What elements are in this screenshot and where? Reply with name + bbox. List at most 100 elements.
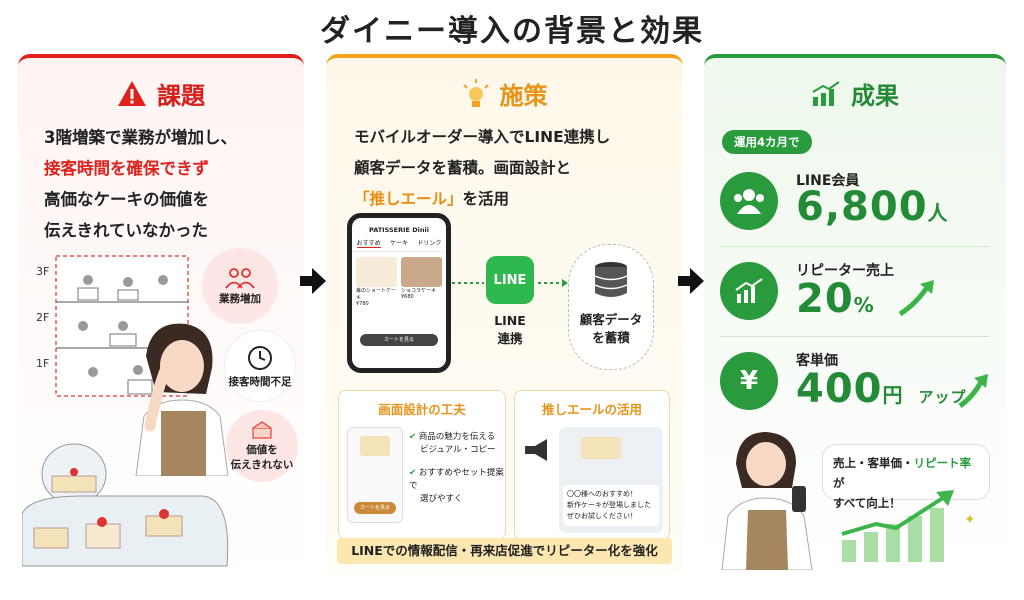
- measure-line-2: 顧客データを蓄積。画面設計と: [354, 159, 572, 177]
- growth-bars-illustration: ✦: [841, 490, 976, 562]
- screen-design-box: 画面設計の工夫 カートを見る ✔ 商品の魅力を伝える ビジュアル・コピー ✔ お…: [338, 390, 506, 540]
- floor-label-3f: 3F: [36, 265, 50, 278]
- product-price: ¥680: [401, 294, 414, 300]
- dotted-connector-right: [538, 279, 568, 287]
- spend-unit: 円: [882, 383, 904, 407]
- issue-heading: 課題: [157, 82, 205, 110]
- cake-icon: [252, 421, 272, 439]
- phone-tab-recommend[interactable]: おすすめ: [356, 240, 381, 248]
- phone-tabs: おすすめ ケーキ ドリンク: [352, 238, 446, 252]
- customer-data-node: 顧客データ を蓄積: [568, 244, 654, 370]
- workload-bubble: 業務増加: [202, 248, 278, 324]
- members-unit: 人: [927, 201, 949, 225]
- clock-icon: [248, 345, 272, 370]
- issue-line-2: 接客時間を確保できず: [44, 159, 209, 178]
- arrow-right-icon: [678, 268, 704, 294]
- check-icon: ✔: [409, 432, 417, 442]
- db-label-2: を蓄積: [592, 330, 630, 345]
- workload-label: 業務増加: [219, 292, 261, 305]
- up-arrow-icon: [958, 374, 988, 409]
- metric-value-members: 6,800人: [796, 184, 949, 230]
- product-name: ショコラケーキ: [401, 288, 437, 294]
- message-line-3: ぜひお試しください！: [567, 512, 637, 520]
- bubble-text-green: リピート率: [913, 456, 972, 470]
- result-heading: 成果: [851, 82, 899, 110]
- sparkle-icon: ✦: [964, 512, 976, 528]
- metric-label-members: LINE会員: [796, 173, 860, 189]
- up-arrow-icon: [898, 280, 934, 317]
- check-2a: おすすめやセット提案で: [409, 468, 504, 491]
- measure-line-1: モバイルオーダー導入でLINE連携し: [354, 128, 611, 146]
- yen-icon: ¥: [739, 366, 759, 396]
- phone-shop-name: PATISSERIE Dinii: [369, 226, 429, 234]
- worried-staff-illustration: [135, 323, 229, 476]
- dotted-connector-left: [452, 282, 484, 284]
- line-caption-2: 連携: [497, 331, 523, 346]
- line-message-mockup: 〇〇様へのおすすめ！ 新作ケーキが登場しました ぜひお試しください！: [559, 427, 663, 533]
- issue-line-3: 高価なケーキの価値を: [44, 190, 209, 209]
- product-price: ¥780: [356, 301, 369, 307]
- check-2b: 選びやすく: [420, 494, 463, 504]
- phone-cart-button[interactable]: カートを見る: [360, 334, 438, 346]
- product-name: 苺のショートケーキ: [356, 288, 397, 301]
- members-circle: [720, 172, 778, 230]
- mini-cake-image: [360, 436, 390, 456]
- page-title: ダイニー導入の背景と効果: [320, 14, 704, 49]
- chart-icon: [735, 278, 763, 303]
- mini-phone-mockup: カートを見る: [347, 427, 403, 523]
- product-card[interactable]: 苺のショートケーキ ¥780: [356, 257, 397, 307]
- screen-design-title: 画面設計の工夫: [378, 402, 466, 417]
- metric-label-spend: 客単価: [796, 353, 838, 369]
- value-label: 価値を 伝えきれない: [230, 444, 294, 471]
- metric-value-repeat: 20%: [796, 276, 875, 322]
- check-1b: ビジュアル・コピー: [420, 445, 496, 455]
- phone-tab-cake[interactable]: ケーキ: [389, 240, 408, 247]
- message-line-2: 新作ケーキが登場しました: [567, 501, 651, 509]
- period-badge: 運用4カ月で: [722, 130, 812, 154]
- line-caption: LINE 連携: [486, 312, 534, 348]
- db-label-1: 顧客データ: [579, 312, 643, 327]
- people-icon: [225, 267, 255, 288]
- result-header: 成果: [704, 76, 1006, 111]
- bubble-text-post: が: [833, 476, 845, 490]
- floor-label-1f: 1F: [36, 357, 50, 370]
- improvement-bubble: 売上・客単価・リピート率が すべて向上！: [822, 444, 990, 510]
- divider: [720, 336, 990, 337]
- measure-heading: 施策: [499, 82, 548, 110]
- metric-value-spend: 400円 アップ: [796, 366, 966, 412]
- oshi-yell-box: 推しエールの活用 〇〇様へのおすすめ！ 新作ケーキが登場しました ぜひお試しくだ…: [514, 390, 670, 540]
- arrow-right-icon: [300, 268, 326, 294]
- shortcake-image: [356, 257, 397, 287]
- lightbulb-icon: [462, 78, 489, 107]
- issue-header: 課題: [18, 76, 304, 111]
- measure-header: 施策: [326, 76, 683, 111]
- message-bubble: 〇〇様へのおすすめ！ 新作ケーキが登場しました ぜひお試しください！: [563, 485, 659, 526]
- value-bubble: 価値を 伝えきれない: [226, 410, 298, 482]
- check-icon: ✔: [409, 468, 417, 478]
- measure-line-3-rest: を活用: [462, 190, 510, 208]
- message-cake-image: [581, 437, 621, 459]
- message-line-1: 〇〇様へのおすすめ！: [567, 490, 637, 498]
- spend-suffix: アップ: [918, 388, 967, 406]
- happy-staff-illustration: [721, 432, 813, 570]
- bubble-text-pre: 売上・客単価・: [833, 456, 914, 470]
- measure-line-3: 「推しエール」を活用: [354, 184, 610, 215]
- warning-icon: [118, 81, 146, 106]
- design-points: ✔ 商品の魅力を伝える ビジュアル・コピー ✔ おすすめやセット提案で 選びやす…: [409, 431, 505, 506]
- database-icon: [594, 262, 628, 297]
- product-card[interactable]: ショコラケーキ ¥680: [401, 257, 442, 307]
- mini-cart-button: カートを見る: [354, 502, 396, 514]
- issue-panel: 課題 3階増築で業務が増加し、 接客時間を確保できず 高価なケーキの価値を 伝え…: [18, 54, 304, 576]
- metric-label-repeat: リピーター売上: [796, 263, 894, 279]
- cake-showcase-illustration: [22, 443, 229, 567]
- yen-circle: ¥: [720, 352, 778, 410]
- phone-product-grid: 苺のショートケーキ ¥780 ショコラケーキ ¥680: [352, 252, 446, 312]
- time-bubble: 接客時間不足: [224, 330, 296, 402]
- check-1a: 商品の魅力を伝える: [418, 432, 496, 442]
- line-caption-1: LINE: [494, 313, 526, 328]
- chart-circle: [720, 262, 778, 320]
- time-label: 接客時間不足: [228, 375, 292, 388]
- phone-tab-drink[interactable]: ドリンク: [417, 240, 442, 247]
- issue-text: 3階増築で業務が増加し、 接客時間を確保できず 高価なケーキの価値を 伝えきれて…: [44, 122, 237, 246]
- line-app-icon: LINE: [486, 256, 534, 304]
